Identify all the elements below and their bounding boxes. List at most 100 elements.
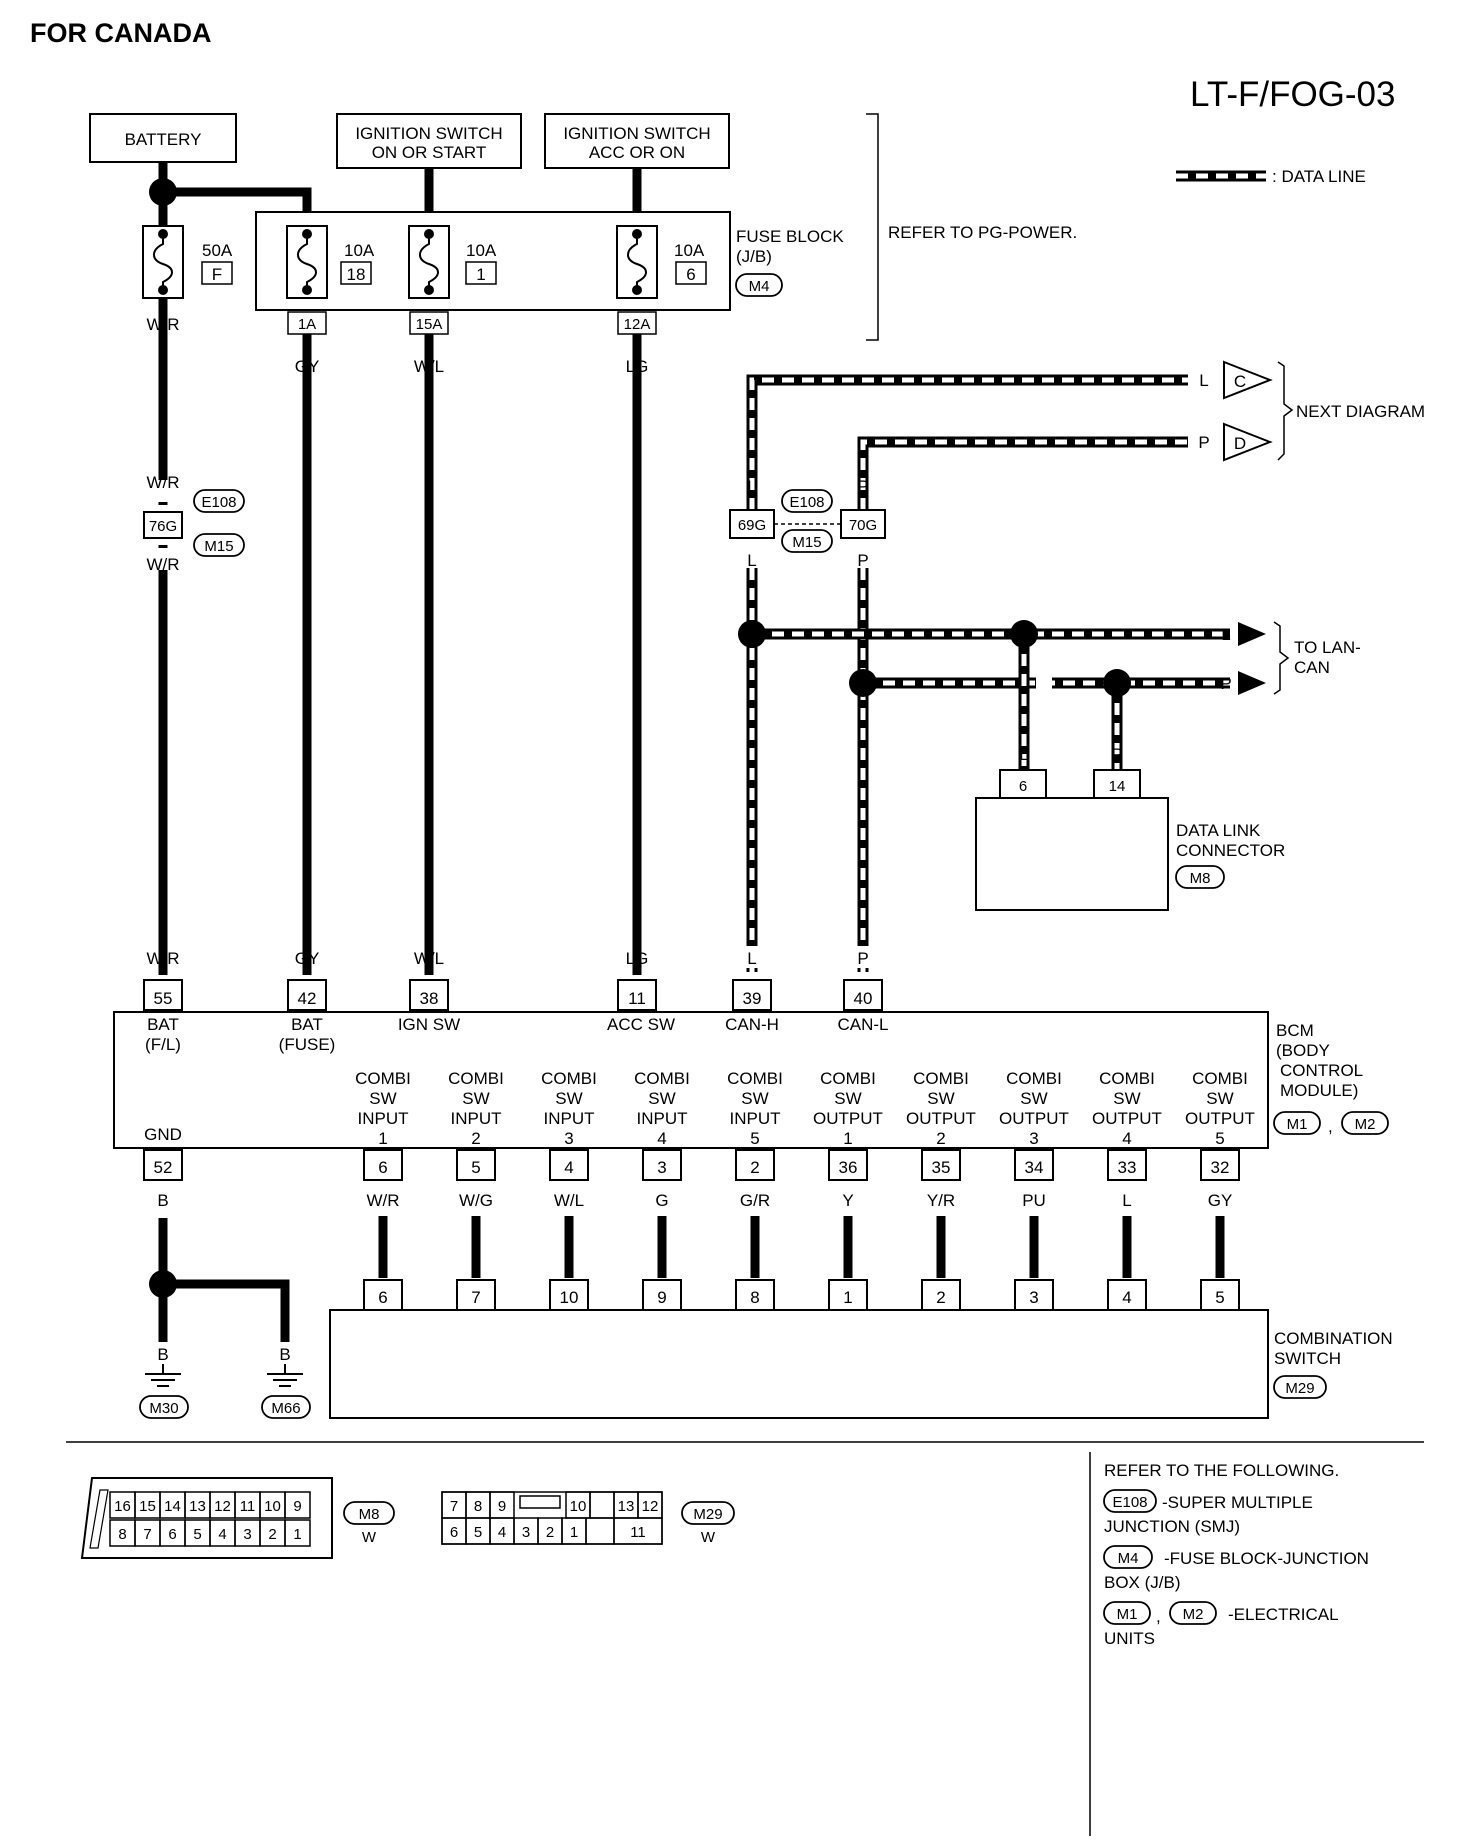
wc-b-m66: B — [279, 1345, 290, 1364]
refer-m1-2: UNITS — [1104, 1629, 1155, 1648]
svg-text:C: C — [1234, 372, 1246, 391]
ground-m66-icon — [266, 1363, 304, 1387]
combi-sw-pin-num-6: 1 — [843, 1288, 852, 1307]
svg-text:42: 42 — [298, 989, 317, 1008]
svg-text:55: 55 — [154, 989, 173, 1008]
bcm-combi-pin-5 — [735, 1149, 775, 1181]
combi-wire-color-10: GY — [1208, 1191, 1233, 1210]
svg-text:40: 40 — [854, 989, 873, 1008]
bcm-box — [113, 1011, 1269, 1149]
ign-on-start-l1: IGNITION SWITCH — [355, 124, 502, 143]
wc-b-gnd: B — [157, 1191, 168, 1210]
battery-box: BATTERY — [89, 113, 237, 163]
bcm-combi-10-l1: COMBI — [1192, 1069, 1248, 1088]
refer-pg-power: REFER TO PG-POWER. — [888, 223, 1077, 242]
joint-69g-label: 69G — [738, 517, 766, 534]
bcm-combi-pin-num-3: 4 — [564, 1158, 573, 1177]
bcm-combi-pin-num-9: 33 — [1118, 1158, 1137, 1177]
m29-cell-13: 13 — [618, 1498, 635, 1515]
legend-text: : DATA LINE — [1272, 167, 1366, 186]
wc-l-lan: L — [1221, 625, 1230, 644]
wc-lg-top: LG — [626, 357, 649, 376]
combi-wire-color-8: PU — [1022, 1191, 1046, 1210]
e108-conn-b: E108 — [789, 494, 824, 511]
lan-arrow-l — [1238, 622, 1266, 646]
ground-m30-conn: M30 — [149, 1400, 178, 1417]
refer-e108-2: JUNCTION (SMJ) — [1104, 1517, 1240, 1536]
wc-l-dlc: L — [1019, 745, 1028, 764]
svg-text:BAT: BAT — [291, 1015, 323, 1034]
bcm-gnd-pin — [143, 1149, 183, 1181]
splice-p — [849, 669, 877, 697]
bcm-combi-5-l1: COMBI — [727, 1069, 783, 1088]
m29-cell-4: 4 — [498, 1524, 506, 1541]
m8-view-conn: M8 — [359, 1506, 380, 1523]
data-link-connector: 6 14 — [975, 769, 1169, 911]
bcm-combi-6-l3: OUTPUT — [813, 1109, 883, 1128]
bcm-combi-10-l3: OUTPUT — [1185, 1109, 1255, 1128]
bcm-combi-2-l3: INPUT — [451, 1109, 502, 1128]
bcm-combi-pin-num-4: 3 — [657, 1158, 666, 1177]
combi-switch-conn: M29 — [1285, 1380, 1314, 1397]
wc-l-j2: L — [747, 551, 756, 570]
wire-gnd-2 — [163, 1279, 290, 1350]
svg-text:6: 6 — [1019, 778, 1027, 795]
combi-wire-color-1: W/R — [366, 1191, 399, 1210]
wc-p-j2: P — [857, 551, 868, 570]
m15-conn-a: M15 — [204, 538, 233, 555]
bcm-combi-pin-num-10: 32 — [1211, 1158, 1230, 1177]
refer-bracket — [866, 113, 879, 341]
bcm-combi-5-l4: 5 — [750, 1129, 759, 1148]
m29-cell-5: 5 — [474, 1524, 482, 1541]
bcm-combi-7-l3: OUTPUT — [906, 1109, 976, 1128]
bcm-combi-1-l3: INPUT — [358, 1109, 409, 1128]
m8-cell-2: 2 — [268, 1526, 276, 1543]
m8-cell-10: 10 — [264, 1498, 281, 1515]
wc-p-dlc: P — [1111, 745, 1122, 764]
svg-text:,: , — [1156, 1607, 1161, 1626]
svg-text:BAT: BAT — [147, 1015, 179, 1034]
next-diagram-d: D — [1223, 422, 1273, 462]
wc-l-j1: L — [747, 477, 756, 496]
bcm-combi-2-l2: SW — [462, 1089, 489, 1108]
ign-acc-on-l1: IGNITION SWITCH — [563, 124, 710, 143]
combi-switch-label-2: SWITCH — [1274, 1349, 1341, 1368]
bcm-combi-pin-4 — [642, 1149, 682, 1181]
page-title: FOR CANADA — [30, 18, 212, 48]
m8-cell-8: 8 — [118, 1526, 126, 1543]
combi-sw-pin-7 — [921, 1279, 961, 1311]
wc-wr-j1: W/R — [146, 473, 179, 492]
wc-wr-top: W/R — [146, 315, 179, 334]
m8-cell-13: 13 — [189, 1498, 206, 1515]
wc-p-lan: P — [1220, 674, 1231, 693]
joint-70g — [840, 509, 886, 539]
fuse-50a-rating: 50A — [202, 241, 233, 260]
wc-wr-bcm: W/R — [146, 949, 179, 968]
wc-l-bcm: L — [747, 949, 756, 968]
bcm-combi-1-l2: SW — [369, 1089, 396, 1108]
svg-text:IGN SW: IGN SW — [398, 1015, 460, 1034]
bcm-combi-pin-9 — [1107, 1149, 1147, 1181]
wc-l-next: L — [1199, 371, 1208, 390]
m8-cell-7: 7 — [143, 1526, 151, 1543]
dlc-conn: M8 — [1190, 870, 1211, 887]
combi-sw-pin-num-5: 8 — [750, 1288, 759, 1307]
bcm-combi-8-l2: SW — [1020, 1089, 1047, 1108]
splice-p-dlc — [1103, 669, 1131, 697]
svg-text:CAN-H: CAN-H — [725, 1015, 779, 1034]
dlc-label-1: DATA LINK — [1176, 821, 1261, 840]
fuse-18-id: 18 — [347, 265, 366, 284]
wc-wr-j2: W/R — [146, 555, 179, 574]
refer-title: REFER TO THE FOLLOWING. — [1104, 1461, 1339, 1480]
combi-wire-color-7: Y/R — [927, 1191, 955, 1210]
bcm-conn-m2: M2 — [1355, 1116, 1376, 1133]
wc-gy-bcm: GY — [295, 949, 320, 968]
splice-l-dlc — [1010, 620, 1038, 648]
fuse-50a-id: F — [212, 265, 222, 284]
combi-sw-pin-6 — [828, 1279, 868, 1311]
combi-sw-pin-num-4: 9 — [657, 1288, 666, 1307]
m29-cell-10: 10 — [570, 1498, 587, 1515]
combi-wire-color-9: L — [1122, 1191, 1131, 1210]
m15-conn-b: M15 — [792, 534, 821, 551]
svg-text:(F/L): (F/L) — [145, 1035, 181, 1054]
